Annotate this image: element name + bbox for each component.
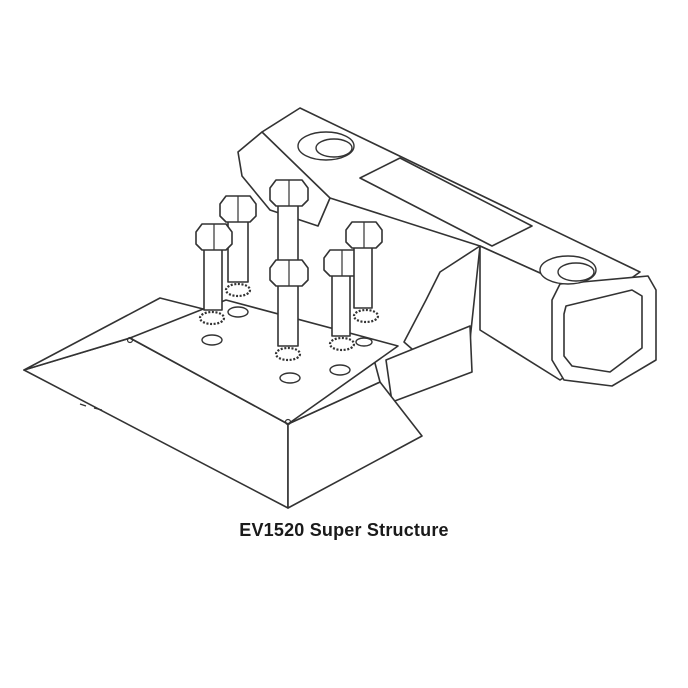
bolts	[195, 179, 383, 347]
tube-bracket	[237, 107, 657, 403]
base-shoe	[23, 297, 423, 509]
washers	[198, 282, 380, 362]
bolt	[323, 249, 361, 337]
bolt	[269, 259, 309, 347]
bolt	[219, 195, 257, 283]
figure-caption: EV1520 Super Structure	[239, 520, 449, 540]
plate-holes	[201, 306, 373, 384]
bolt	[195, 223, 233, 311]
bolt	[269, 179, 309, 265]
bolt	[345, 221, 383, 309]
